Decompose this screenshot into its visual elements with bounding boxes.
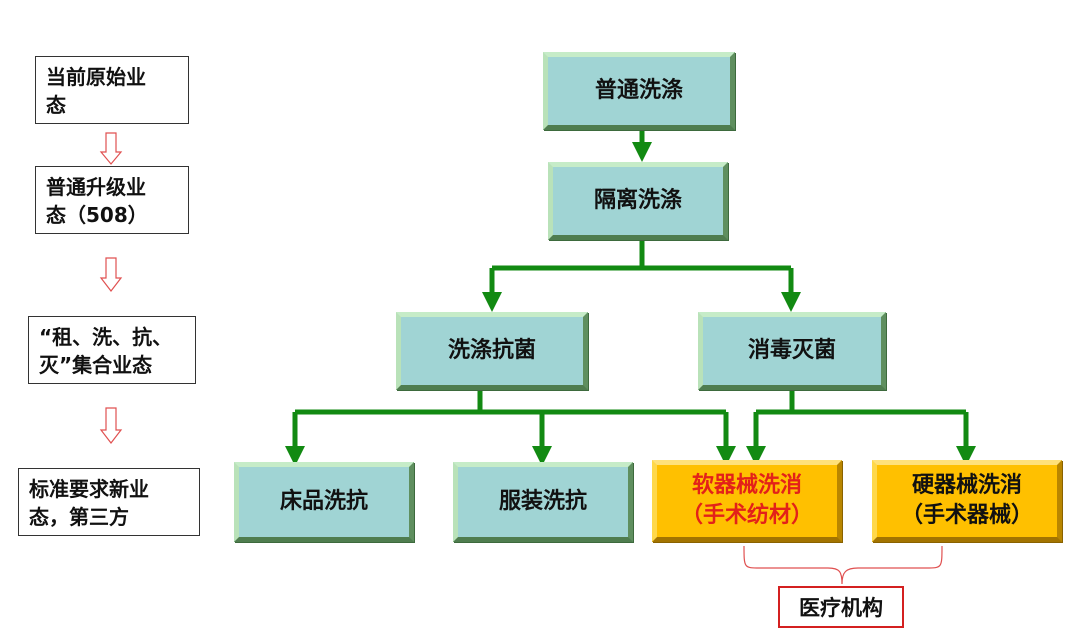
stage-arrow-3 (99, 407, 123, 444)
stage-line: 态，第三方 (29, 505, 129, 529)
node-label-line1: 软器械洗消 (691, 473, 802, 498)
institution-bracket (743, 545, 943, 585)
node-normal-wash: 普通洗涤 (543, 52, 735, 130)
node-label-line2: （手术纺材） (680, 503, 813, 528)
stage-line: 态 (46, 93, 66, 117)
institution-label: 医疗机构 (799, 596, 883, 620)
node-hard-device: 硬器械洗消 （手术器械） (872, 460, 1062, 542)
node-label: 洗涤抗菌 (447, 338, 536, 363)
node-clothing: 服装洗抗 (453, 462, 633, 542)
stage-arrow-2 (99, 257, 123, 292)
institution-box: 医疗机构 (778, 586, 904, 628)
stage-line: 标准要求新业 (29, 477, 149, 501)
node-label: 隔离洗涤 (593, 188, 682, 213)
stage-box-original: 当前原始业 态 (35, 56, 189, 124)
node-label: 消毒灭菌 (747, 338, 836, 363)
stage-line: 态（508） (46, 203, 148, 227)
node-bedding: 床品洗抗 (234, 462, 414, 542)
node-label: 普通洗涤 (594, 78, 683, 103)
node-label: 服装洗抗 (498, 489, 587, 514)
node-disinfection: 消毒灭菌 (698, 312, 886, 390)
node-label-line1: 硬器械洗消 (911, 473, 1022, 498)
stage-line: 灭”集合业态 (39, 353, 153, 377)
node-antibacterial-wash: 洗涤抗菌 (396, 312, 588, 390)
stage-line: 普通升级业 (46, 175, 146, 199)
stage-box-integrated: “租、洗、抗、 灭”集合业态 (28, 316, 196, 384)
stage-box-upgraded: 普通升级业 态（508） (35, 166, 189, 234)
stage-arrow-1 (99, 132, 123, 165)
node-soft-device: 软器械洗消 （手术纺材） (652, 460, 842, 542)
stage-box-standard: 标准要求新业 态，第三方 (18, 468, 200, 536)
node-label: 床品洗抗 (279, 489, 368, 514)
stage-line: “租、洗、抗、 (39, 325, 173, 349)
node-isolation-wash: 隔离洗涤 (548, 162, 728, 240)
node-label-line2: （手术器械） (900, 503, 1033, 528)
stage-line: 当前原始业 (46, 65, 146, 89)
